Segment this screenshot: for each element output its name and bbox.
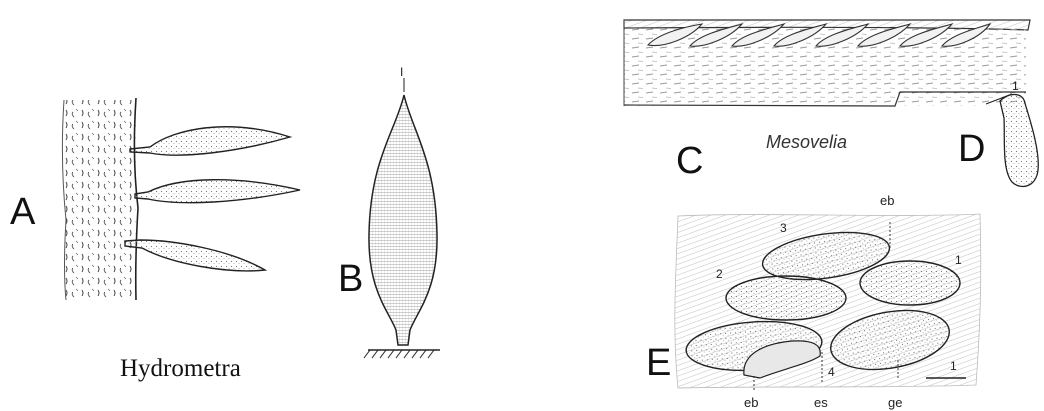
panel-b-top-mark: I	[400, 66, 403, 78]
panel-d-number: 1	[1012, 80, 1019, 92]
mesovelia-egg-single	[986, 94, 1038, 186]
panel-label-e: E	[646, 344, 671, 382]
panel-label-d: D	[958, 130, 985, 168]
annotation-es: es	[814, 396, 828, 409]
annotation-3: 3	[780, 222, 787, 234]
panel-label-b: B	[338, 260, 363, 298]
annotation-eb-top: eb	[880, 194, 894, 207]
annotation-1-upper: 1	[955, 254, 962, 266]
caption-mesovelia: Mesovelia	[766, 133, 847, 151]
panel-label-c: C	[676, 142, 703, 180]
annotation-4: 4	[828, 366, 835, 378]
caption-hydrometra: Hydrometra	[120, 356, 241, 381]
panel-label-a: A	[10, 193, 35, 231]
hydrometra-eggs	[125, 127, 300, 271]
annotation-ge: ge	[888, 396, 902, 409]
hydrometra-egg-single	[364, 78, 440, 358]
annotation-1-lower: 1	[950, 360, 957, 372]
annotation-2: 2	[716, 268, 723, 280]
mesovelia-stem-section	[624, 20, 1030, 106]
annotation-eb-bottom: eb	[744, 396, 758, 409]
substrate-bark	[62, 98, 138, 300]
